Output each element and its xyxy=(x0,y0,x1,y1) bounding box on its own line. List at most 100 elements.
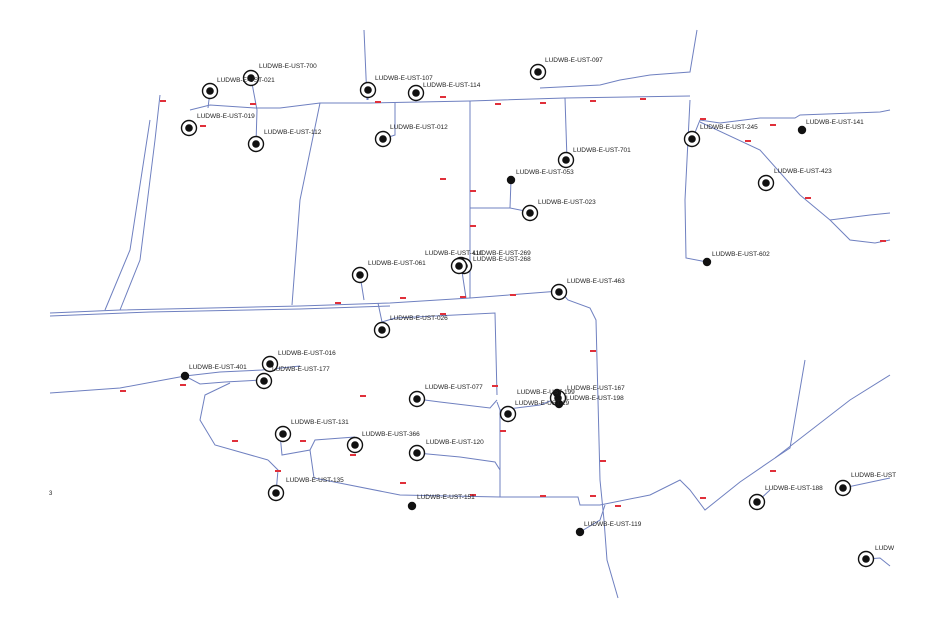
station-label[interactable]: LUDWB-E-UST-112 xyxy=(264,129,322,136)
station-marker[interactable] xyxy=(242,69,260,87)
station-marker[interactable] xyxy=(757,174,775,192)
station-marker[interactable] xyxy=(346,436,364,454)
station-label[interactable]: LUDWB-E-UST-077 xyxy=(425,384,483,391)
station-label[interactable]: LUDWB-E-UST-019 xyxy=(197,113,255,120)
pipe-segment xyxy=(699,121,891,221)
station-marker[interactable] xyxy=(373,321,391,339)
station-label[interactable]: LUDWB-E-UST-141 xyxy=(806,119,864,126)
station-marker[interactable] xyxy=(247,135,265,153)
pipe-length-tag xyxy=(120,390,126,392)
pipe-segment xyxy=(279,433,356,456)
station-marker[interactable] xyxy=(201,82,219,100)
station-marker[interactable] xyxy=(521,204,539,222)
station-label[interactable]: LUDWB-E-UST-107 xyxy=(375,75,433,82)
station-label[interactable]: LUDWB-E-UST-061 xyxy=(368,260,426,267)
pipe-length-tag xyxy=(600,460,606,462)
pipe-segment xyxy=(184,375,263,385)
station-dot-icon xyxy=(356,271,364,279)
station-dot-icon xyxy=(412,89,420,97)
station-marker[interactable] xyxy=(450,257,468,275)
station-marker[interactable] xyxy=(351,266,369,284)
station-marker[interactable] xyxy=(557,151,575,169)
station-dot-icon xyxy=(797,125,807,135)
station-dot-icon xyxy=(552,388,562,398)
station-marker[interactable] xyxy=(180,119,198,137)
station-label[interactable]: LUDWB-E-UST-097 xyxy=(545,57,603,64)
station-label[interactable]: LUDWB-E-UST-177 xyxy=(272,366,330,373)
pipe-length-tag xyxy=(250,103,256,105)
station-marker[interactable] xyxy=(683,130,701,148)
station-label[interactable]: LUDWB-E-UST-366 xyxy=(362,431,420,438)
station-label[interactable]: LUDWB-E-UST-423 xyxy=(774,168,832,175)
station-dot-icon xyxy=(554,399,564,409)
station-label[interactable]: LUDWB-E-UST-19 xyxy=(515,400,570,407)
pipe-length-tag xyxy=(300,440,306,442)
station-label[interactable]: LUDWB-E-UST-700 xyxy=(259,63,317,70)
pipe-length-tag xyxy=(375,101,381,103)
station-label[interactable]: LUDWB-E-UST-188 xyxy=(765,485,823,492)
pipe-segment xyxy=(829,219,891,244)
station-label[interactable]: LUDWB-E-UST xyxy=(851,472,897,479)
station-marker[interactable] xyxy=(554,399,564,409)
station-label[interactable]: LUDWB-E-UST-269 xyxy=(473,250,531,257)
station-marker[interactable] xyxy=(529,63,547,81)
station-dot-icon xyxy=(180,371,190,381)
station-marker[interactable] xyxy=(506,175,516,185)
station-dot-icon xyxy=(413,449,421,457)
station-dot-icon xyxy=(378,326,386,334)
station-label[interactable]: LUDWB-E-UST-120 xyxy=(426,439,484,446)
station-marker[interactable] xyxy=(552,388,562,398)
station-label[interactable]: LUDWB-E-UST-016 xyxy=(278,350,336,357)
station-label[interactable]: LUDWB-E-UST-199 xyxy=(517,389,575,396)
station-marker[interactable] xyxy=(834,479,852,497)
station-marker[interactable] xyxy=(407,84,425,102)
station-marker[interactable] xyxy=(274,425,292,443)
station-label[interactable]: LUDWB-E-UST-114 xyxy=(423,82,481,89)
station-label[interactable]: LUDWB-E-UST-268 xyxy=(473,256,531,263)
station-label[interactable]: LUDWB-E-UST-053 xyxy=(516,169,574,176)
pipe-length-tag xyxy=(700,118,706,120)
station-marker[interactable] xyxy=(702,257,712,267)
station-marker[interactable] xyxy=(407,501,417,511)
pipe-segment xyxy=(496,397,559,411)
station-marker[interactable] xyxy=(797,125,807,135)
station-label[interactable]: LUDWB-E-UST-463 xyxy=(567,278,625,285)
station-marker[interactable] xyxy=(267,484,285,502)
station-marker[interactable] xyxy=(748,493,766,511)
station-marker[interactable] xyxy=(575,527,585,537)
pipe-segment xyxy=(416,398,498,409)
station-marker[interactable] xyxy=(550,283,568,301)
station-dot-icon xyxy=(753,498,761,506)
station-marker[interactable] xyxy=(408,390,426,408)
station-label[interactable]: LUDWB-E-UST-151 xyxy=(417,494,475,501)
station-marker[interactable] xyxy=(180,371,190,381)
station-label[interactable]: LUDWB-E-UST-021 xyxy=(217,77,275,84)
station-label[interactable]: LUDWB-E-UST-131 xyxy=(291,419,349,426)
station-label[interactable]: LUDWB-E-UST-401 xyxy=(189,364,247,371)
station-marker[interactable] xyxy=(499,405,517,423)
pipe-length-tag xyxy=(745,140,751,142)
station-marker[interactable] xyxy=(261,355,279,373)
station-label[interactable]: LUDWB-E-UST-245 xyxy=(700,124,758,131)
station-label[interactable]: LUDW xyxy=(875,545,895,552)
station-label[interactable]: LUDWB-E-UST-167 xyxy=(567,385,625,392)
pipe-segment xyxy=(199,382,269,461)
station-label[interactable]: LUDWB-E-UST-410 xyxy=(425,250,483,257)
station-marker[interactable] xyxy=(857,550,875,568)
station-label[interactable]: LUDWB-E-UST-602 xyxy=(712,251,770,258)
station-label[interactable]: LUDWB-E-UST-701 xyxy=(573,147,631,154)
station-marker[interactable] xyxy=(359,81,377,99)
station-label[interactable]: LUDWB-E-UST-119 xyxy=(584,521,642,528)
station-label[interactable]: LUDWB-E-UST-023 xyxy=(538,199,596,206)
station-label[interactable]: LUDWB-E-UST-198 xyxy=(566,395,624,402)
station-dot-icon xyxy=(260,377,268,385)
station-label[interactable]: LUDWB-E-UST-026 xyxy=(390,315,448,322)
station-label[interactable]: LUDWB-E-UST-012 xyxy=(390,124,448,131)
station-marker[interactable] xyxy=(255,372,273,390)
station-marker[interactable] xyxy=(374,130,392,148)
pipe-segment xyxy=(684,99,708,263)
station-marker[interactable] xyxy=(408,444,426,462)
station-label[interactable]: LUDWB-E-UST-135 xyxy=(286,477,344,484)
